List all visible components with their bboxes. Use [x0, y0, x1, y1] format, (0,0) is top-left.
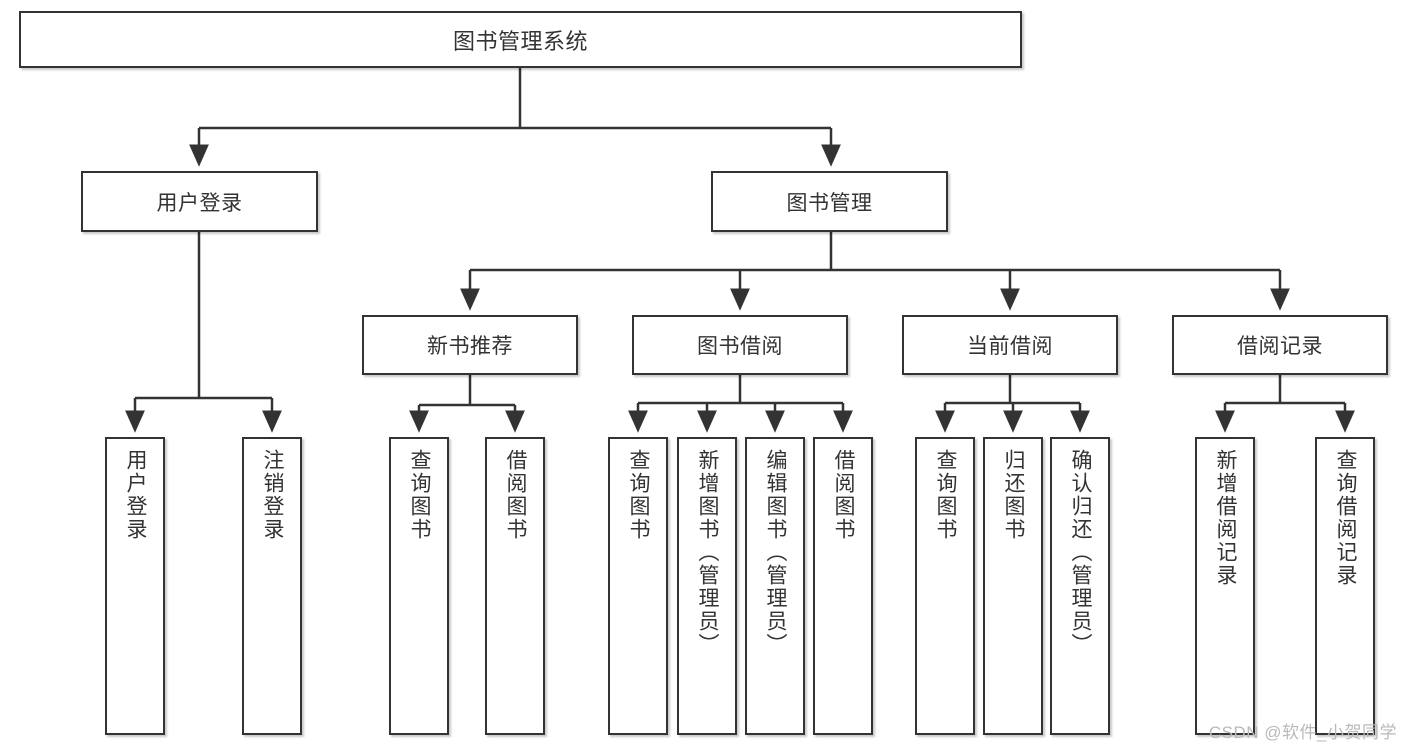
leaf-borrow-books-label: 借阅图书: [832, 449, 856, 541]
leaf-query-books-newbook[interactable]: 查询图书: [389, 437, 449, 735]
leaf-logout-label: 注销登录: [261, 449, 285, 541]
leaf-user-login[interactable]: 用户登录: [105, 437, 165, 735]
leaf-return-books-label: 归还图书: [1002, 449, 1026, 541]
leaf-query-books-current[interactable]: 查询图书: [915, 437, 975, 735]
leaf-user-login-label: 用户登录: [124, 449, 148, 541]
leaf-add-book-admin[interactable]: 新增图书（管理员）: [677, 437, 737, 735]
leaf-add-book-admin-label: 新增图书（管理员）: [696, 449, 720, 656]
leaf-query-books-newbook-label: 查询图书: [408, 449, 432, 541]
leaf-query-books-borrow-label: 查询图书: [627, 449, 651, 541]
node-book-management-label: 图书管理: [786, 191, 873, 215]
leaf-borrow-books[interactable]: 借阅图书: [813, 437, 873, 735]
node-new-book-recommend-label: 新书推荐: [427, 335, 513, 358]
leaf-confirm-return-admin-label: 确认归还（管理员）: [1069, 449, 1093, 656]
leaf-query-borrow-record-label: 查询借阅记录: [1334, 449, 1358, 587]
node-current-borrow[interactable]: 当前借阅: [902, 315, 1118, 375]
leaf-return-books[interactable]: 归还图书: [983, 437, 1043, 735]
leaf-add-borrow-record-label: 新增借阅记录: [1214, 449, 1238, 587]
leaf-borrow-books-newbook[interactable]: 借阅图书: [485, 437, 545, 735]
node-new-book-recommend[interactable]: 新书推荐: [362, 315, 578, 375]
leaf-query-borrow-record[interactable]: 查询借阅记录: [1315, 437, 1375, 735]
node-user-login[interactable]: 用户登录: [81, 171, 318, 232]
leaf-add-borrow-record[interactable]: 新增借阅记录: [1195, 437, 1255, 735]
node-current-borrow-label: 当前借阅: [967, 335, 1053, 358]
leaf-edit-book-admin[interactable]: 编辑图书（管理员）: [745, 437, 805, 735]
leaf-borrow-books-newbook-label: 借阅图书: [504, 449, 528, 541]
node-borrow-records[interactable]: 借阅记录: [1172, 315, 1388, 375]
watermark-text: CSDN @软件_小贺同学: [1208, 723, 1397, 742]
node-book-borrow-label: 图书借阅: [697, 335, 783, 358]
leaf-query-books-current-label: 查询图书: [934, 449, 958, 541]
node-book-management[interactable]: 图书管理: [711, 171, 948, 232]
leaf-query-books-borrow[interactable]: 查询图书: [608, 437, 668, 735]
node-user-login-label: 用户登录: [156, 191, 243, 215]
node-root-label: 图书管理系统: [452, 28, 588, 54]
node-root[interactable]: 图书管理系统: [19, 11, 1022, 68]
node-book-borrow[interactable]: 图书借阅: [632, 315, 848, 375]
node-borrow-records-label: 借阅记录: [1237, 335, 1323, 358]
leaf-edit-book-admin-label: 编辑图书（管理员）: [764, 449, 788, 656]
leaf-confirm-return-admin[interactable]: 确认归还（管理员）: [1050, 437, 1110, 735]
leaf-logout[interactable]: 注销登录: [242, 437, 302, 735]
